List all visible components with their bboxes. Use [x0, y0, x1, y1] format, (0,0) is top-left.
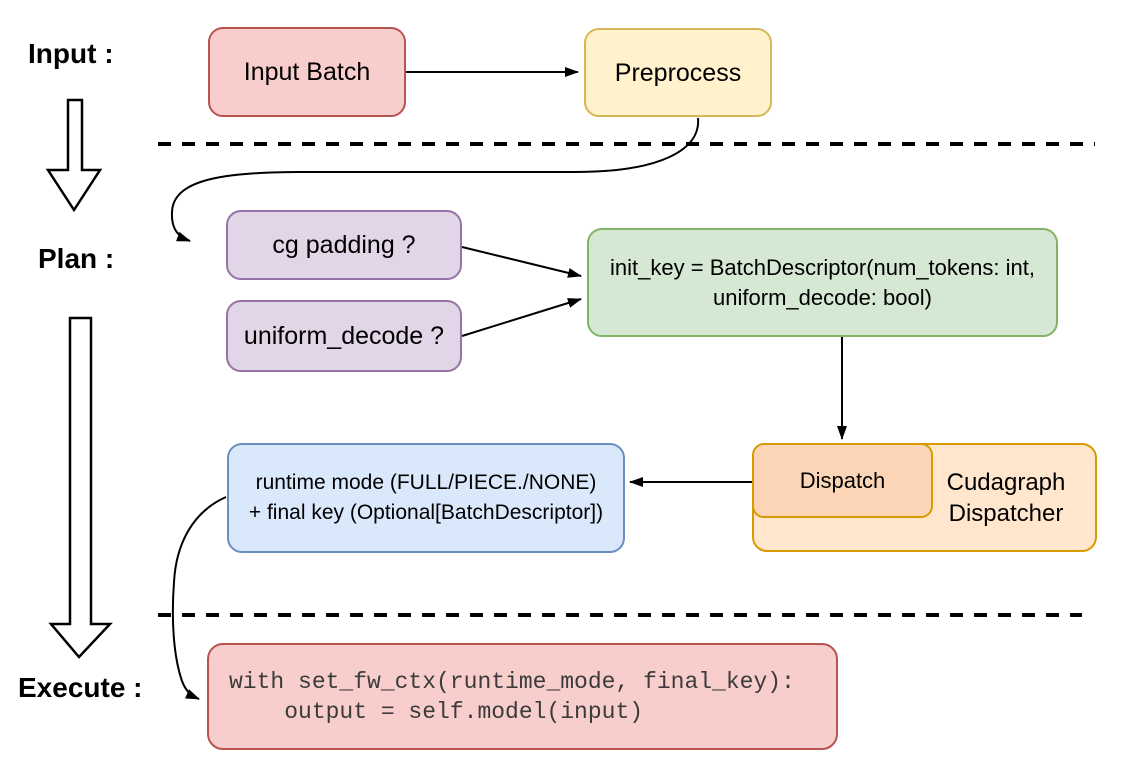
node-cg-padding: cg padding ?	[226, 210, 462, 280]
node-runtime-mode-line2: + final key (Optional[BatchDescriptor])	[248, 501, 604, 524]
node-init-key: init_key = BatchDescriptor(num_tokens: i…	[587, 228, 1058, 337]
edge-uniformdecode-to-initkey	[461, 298, 582, 337]
phase-arrow-plan-to-execute-icon	[48, 316, 113, 659]
node-execute-code-line2: output = self.model(input)	[229, 698, 644, 725]
phase-label-plan: Plan :	[38, 243, 115, 274]
node-preprocess-label: Preprocess	[614, 58, 742, 87]
node-init-key-line1: init_key = BatchDescriptor(num_tokens: i…	[610, 254, 1035, 280]
node-input-batch-label: Input Batch	[243, 58, 371, 86]
node-runtime-mode-line1: runtime mode (FULL/PIECE./NONE)	[255, 471, 597, 494]
phase-arrow-input-to-plan-icon	[45, 98, 103, 213]
node-init-key-line2: uniform_decode: bool)	[713, 284, 932, 310]
node-cudagraph-dispatcher-line1: Cudagraph	[946, 468, 1066, 496]
node-cudagraph-dispatcher-line2: Dispatcher	[948, 499, 1064, 527]
node-cg-padding-label: cg padding ?	[272, 231, 416, 259]
phase-label-execute: Execute :	[18, 672, 143, 703]
node-input-batch: Input Batch	[208, 27, 406, 117]
node-runtime-mode: runtime mode (FULL/PIECE./NONE) + final …	[227, 443, 625, 553]
node-uniform-decode: uniform_decode ?	[226, 300, 462, 372]
node-dispatch: Dispatch	[752, 443, 933, 518]
node-execute-code: with set_fw_ctx(runtime_mode, final_key)…	[207, 643, 838, 750]
node-dispatch-label: Dispatch	[799, 467, 886, 493]
node-execute-code-line1: with set_fw_ctx(runtime_mode, final_key)…	[229, 668, 795, 695]
node-uniform-decode-label: uniform_decode ?	[243, 322, 445, 350]
node-preprocess: Preprocess	[584, 28, 772, 117]
phase-label-input: Input :	[28, 38, 114, 69]
edge-cgpadding-to-initkey	[461, 246, 582, 278]
